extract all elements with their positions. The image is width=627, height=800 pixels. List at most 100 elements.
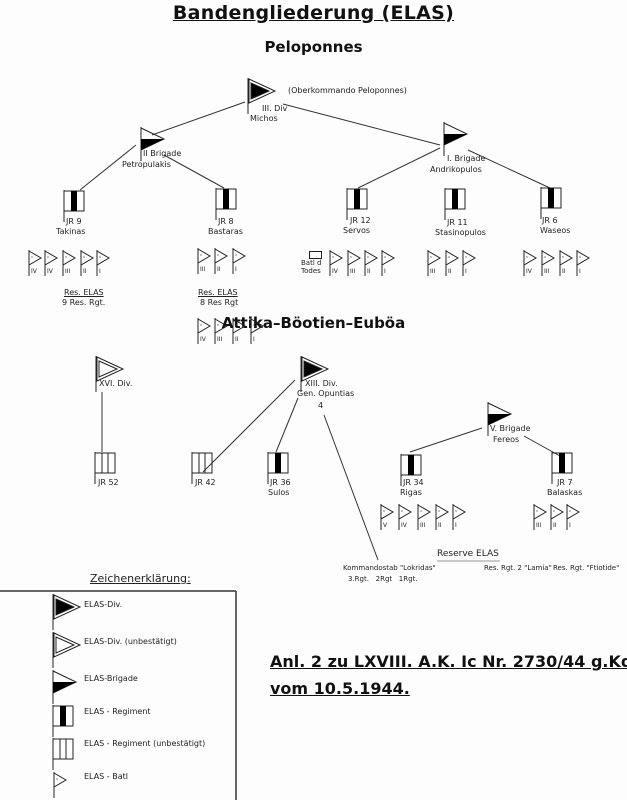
- unit-commander: Rigas: [400, 488, 422, 497]
- battalion-flag-icon: [214, 318, 228, 344]
- battalion-flag-icon: [533, 504, 547, 530]
- unit-name: JR 36: [270, 478, 291, 487]
- regiment-flag-icon: [540, 187, 562, 219]
- battalion-number: II: [553, 522, 557, 529]
- unit-name: JR 9: [66, 217, 82, 226]
- legend-battalion-icon: [53, 772, 67, 798]
- batl-d-todes-symbol: [309, 251, 322, 259]
- unit-commander: Gen. Opuntias: [297, 389, 355, 398]
- unit-name: JR 34: [403, 478, 424, 487]
- hq-note: (Oberkommando Peloponnes): [288, 86, 407, 95]
- battalion-flag-icon: [381, 250, 395, 276]
- regiment-flag-icon: [444, 188, 466, 220]
- division-unconfirmed-flag-icon: [95, 356, 125, 392]
- legend-label: ELAS - Regiment (unbestätigt): [84, 739, 206, 748]
- battalion-number: III: [217, 336, 223, 343]
- battalion-number: I: [579, 268, 581, 275]
- battalion-number: III: [65, 268, 71, 275]
- connector: [79, 144, 137, 191]
- battalion-flag-icon: [62, 250, 76, 276]
- unit-name: I. Brigade: [447, 154, 486, 163]
- battalion-number: I: [99, 268, 101, 275]
- special-unit: Batl d: [301, 259, 322, 267]
- battalion-number: III: [536, 522, 542, 529]
- unit-commander: Servos: [343, 226, 371, 235]
- battalion-number: III: [420, 522, 426, 529]
- connector: [202, 379, 296, 473]
- battalion-number: II: [235, 336, 239, 343]
- special-unit: Todes: [301, 267, 321, 275]
- battalion-number: IV: [47, 268, 53, 275]
- battalion-flag-icon: [329, 250, 343, 276]
- battalion-number: II: [448, 268, 452, 275]
- legend-brigade-icon: [52, 670, 78, 704]
- unit-commander: Takinas: [56, 227, 86, 236]
- kommandostab-label: Kommandostab "Lokridas": [343, 564, 436, 572]
- battalion-flag-icon: [427, 250, 441, 276]
- battalion-number: I: [455, 522, 457, 529]
- reserve-sub: 8 Res Rgt: [200, 298, 239, 307]
- brigade-flag-icon: [443, 122, 469, 156]
- page-title: Bandengliederung (ELAS): [172, 2, 455, 24]
- legend-regiment-unconfirmed-icon: [52, 738, 74, 770]
- battalion-number: I: [569, 522, 571, 529]
- battalion-number: IV: [401, 522, 407, 529]
- division-flag-icon: [247, 78, 277, 114]
- battalion-flag-icon: [559, 250, 573, 276]
- battalion-number: III: [350, 268, 356, 275]
- section-heading-peloponnes: Peloponnes: [264, 38, 363, 56]
- regiment-flag-icon: [215, 188, 237, 220]
- regiment-flag-icon: [400, 454, 422, 486]
- unit-commander: Fereos: [493, 435, 520, 444]
- legend-label: ELAS-Div. (unbestätigt): [84, 637, 177, 646]
- section-heading-attika: Attika–Böotien–Euböa: [221, 314, 406, 332]
- unit-name: V. Brigade: [490, 424, 531, 433]
- reserve-title: Reserve ELAS: [437, 549, 499, 559]
- reserve-title: Res. ELAS: [64, 288, 104, 297]
- battalion-flag-icon: [232, 248, 246, 274]
- regiment-flag-icon: [267, 452, 289, 484]
- annotation-reference: Anl. 2 zu LXVIII. A.K. Ic Nr. 2730/44 g.…: [270, 652, 627, 671]
- unit-commander: Michos: [250, 114, 278, 123]
- regiment-unconfirmed-flag-icon: [191, 452, 213, 484]
- unit-name: JR 42: [195, 478, 216, 487]
- unit-name: XIII. Div.: [305, 379, 338, 388]
- battalion-number: V: [383, 522, 388, 529]
- annotation-date: vom 10.5.1944.: [270, 679, 410, 698]
- battalion-flag-icon: [80, 250, 94, 276]
- division-flag-icon: [300, 356, 330, 392]
- unit-name: XVI. Div.: [99, 379, 133, 388]
- battalion-number: II: [83, 268, 87, 275]
- connector: [323, 414, 379, 561]
- battalion-flag-icon: [462, 250, 476, 276]
- unit-note: 4: [318, 401, 324, 410]
- legend-division-unconfirmed-icon: [52, 632, 82, 668]
- battalion-flag-icon: [96, 250, 110, 276]
- regiment-flag-icon: [551, 452, 573, 484]
- battalion-flag-icon: [550, 504, 564, 530]
- battalion-flag-icon: [541, 250, 555, 276]
- battalion-number: II: [217, 266, 221, 273]
- battalion-number: III: [544, 268, 550, 275]
- connector: [163, 154, 225, 189]
- battalion-flag-icon: [44, 250, 58, 276]
- connector: [467, 149, 551, 189]
- battalion-number: I: [465, 268, 467, 275]
- connector: [357, 147, 441, 189]
- unit-name: JR 12: [350, 216, 371, 225]
- battalion-flag-icon: [197, 248, 211, 274]
- unit-commander: Andrikopulos: [430, 165, 482, 174]
- battalion-number: IV: [200, 336, 206, 343]
- unit-commander: Stasinopulos: [435, 228, 486, 237]
- battalion-flag-icon: [380, 504, 394, 530]
- unit-commander: Waseos: [540, 226, 571, 235]
- unit-name: JR 6: [542, 216, 558, 225]
- battalion-number: IV: [526, 268, 532, 275]
- unit-name: II Brigade: [143, 149, 182, 158]
- connector: [282, 103, 441, 146]
- battalion-number: III: [200, 266, 206, 273]
- battalion-number: I: [384, 268, 386, 275]
- unit-name: JR 8: [218, 217, 234, 226]
- battalion-flag-icon: [417, 504, 431, 530]
